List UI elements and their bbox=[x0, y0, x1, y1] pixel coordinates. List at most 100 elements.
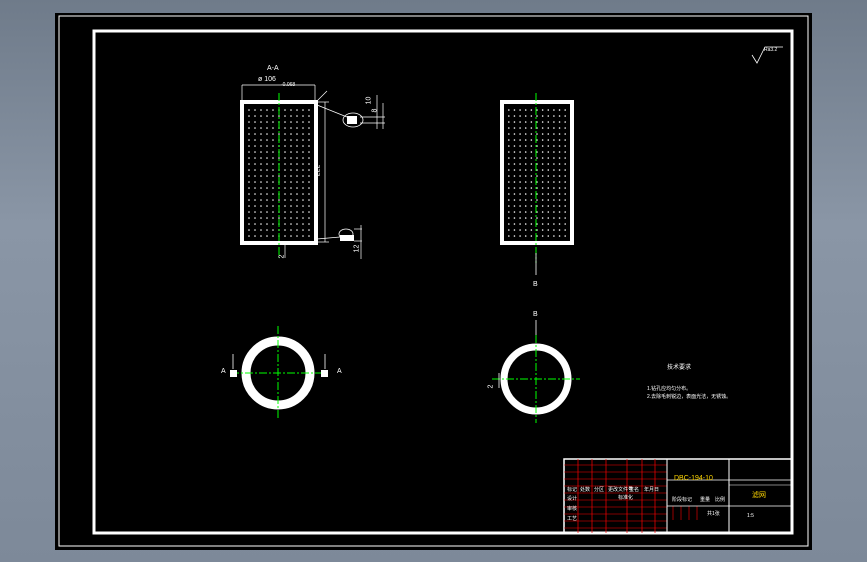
perforation-hole bbox=[524, 121, 527, 123]
perforation-hole bbox=[530, 133, 533, 135]
perforation-hole bbox=[284, 163, 286, 165]
perforation-hole bbox=[513, 145, 516, 147]
perforation-hole bbox=[290, 109, 292, 111]
notes-line-1: 1.钻孔应均匀分布。 bbox=[647, 386, 692, 392]
perforation-hole bbox=[508, 157, 510, 159]
sheet-label: 共1张 bbox=[707, 511, 720, 517]
perforation-hole bbox=[519, 139, 521, 141]
perforation-hole bbox=[558, 169, 561, 171]
perforation-hole bbox=[513, 187, 516, 189]
perforation-hole bbox=[248, 199, 250, 201]
perforation-hole bbox=[290, 145, 292, 147]
perforation-hole bbox=[272, 127, 274, 129]
view-b-bottom-label: B bbox=[533, 281, 538, 288]
perforation-hole bbox=[248, 175, 250, 177]
perforation-hole bbox=[266, 193, 268, 195]
perforation-hole bbox=[260, 139, 262, 141]
diameter-label: ø 106 bbox=[258, 76, 276, 83]
perforation-hole bbox=[308, 205, 310, 207]
perforation-hole bbox=[519, 133, 521, 135]
perforation-hole bbox=[254, 211, 256, 213]
perforation-hole bbox=[290, 205, 292, 207]
perforation-hole bbox=[260, 175, 262, 177]
perforation-hole bbox=[564, 109, 566, 111]
perforation-hole bbox=[302, 169, 304, 171]
cut-a-right-label: A bbox=[337, 368, 342, 375]
perforation-hole bbox=[508, 145, 510, 147]
perforation-hole bbox=[536, 175, 538, 177]
perforation-hole bbox=[308, 181, 310, 183]
perforation-hole bbox=[524, 151, 527, 153]
std-label: 标准化 bbox=[618, 495, 634, 501]
drawing-sheet bbox=[58, 15, 809, 547]
perforation-hole bbox=[508, 151, 510, 153]
perforation-hole bbox=[308, 169, 310, 171]
perforation-hole bbox=[248, 229, 250, 231]
perforation-hole bbox=[302, 133, 304, 135]
perforation-hole bbox=[284, 121, 286, 123]
outer-frame bbox=[58, 15, 809, 547]
perforation-hole bbox=[513, 211, 516, 213]
perforation-hole bbox=[541, 133, 544, 135]
perforation-hole bbox=[524, 235, 527, 237]
perforation-hole bbox=[254, 187, 256, 189]
perforation-hole bbox=[547, 133, 550, 135]
perforation-hole bbox=[519, 145, 521, 147]
perforation-hole bbox=[536, 139, 538, 141]
perforation-hole bbox=[248, 211, 250, 213]
perforation-hole bbox=[519, 151, 521, 153]
perforation-hole bbox=[519, 211, 521, 213]
perforation-hole bbox=[266, 121, 268, 123]
cad-viewport[interactable]: A-A ø 106 -0.068 222 10 8 12 2 B B A A 2… bbox=[55, 13, 812, 550]
perforation-hole bbox=[541, 145, 544, 147]
perforation-hole bbox=[524, 211, 527, 213]
perforation-hole bbox=[284, 115, 286, 117]
perforation-hole bbox=[536, 187, 538, 189]
perforation-hole bbox=[248, 205, 250, 207]
perforation-hole bbox=[541, 139, 544, 141]
perforation-hole bbox=[296, 121, 298, 123]
perforation-hole bbox=[564, 235, 566, 237]
perforation-hole bbox=[524, 163, 527, 165]
perforation-hole bbox=[296, 133, 298, 135]
perforation-hole bbox=[519, 193, 521, 195]
perforation-hole bbox=[553, 187, 555, 189]
perforation-hole bbox=[248, 235, 250, 237]
perforation-hole bbox=[272, 163, 274, 165]
perforation-hole bbox=[524, 139, 527, 141]
perforation-hole bbox=[541, 109, 544, 111]
perforation-hole bbox=[254, 205, 256, 207]
notes-line-2: 2.去除毛刺锐边，表面光洁，无锈蚀。 bbox=[647, 394, 732, 400]
perforation-hole bbox=[248, 127, 250, 129]
perforation-hole bbox=[519, 109, 521, 111]
perforation-hole bbox=[519, 181, 521, 183]
perforation-hole bbox=[308, 115, 310, 117]
perforation-hole bbox=[508, 223, 510, 225]
perforation-hole bbox=[308, 157, 310, 159]
plan-view-right bbox=[492, 320, 580, 423]
perforation-hole bbox=[272, 187, 274, 189]
perforation-hole bbox=[558, 175, 561, 177]
perforation-hole bbox=[530, 109, 533, 111]
title-block bbox=[563, 458, 793, 534]
perforation-hole bbox=[266, 187, 268, 189]
perforation-hole bbox=[564, 121, 566, 123]
perforation-hole bbox=[266, 169, 268, 171]
perforation-hole bbox=[547, 157, 550, 159]
perforation-hole bbox=[260, 127, 262, 129]
perforation-hole bbox=[536, 109, 538, 111]
inner-frame bbox=[92, 29, 794, 535]
perforation-hole bbox=[547, 205, 550, 207]
perforation-hole bbox=[547, 223, 550, 225]
perforation-hole bbox=[553, 145, 555, 147]
perforation-hole bbox=[296, 109, 298, 111]
perforation-hole bbox=[272, 145, 274, 147]
right-dim-label: 2 bbox=[487, 384, 495, 389]
perforation-hole bbox=[248, 115, 250, 117]
perforation-hole bbox=[519, 217, 521, 219]
perforation-hole bbox=[536, 223, 538, 225]
perforation-hole bbox=[272, 181, 274, 183]
perforation-hole bbox=[564, 187, 566, 189]
perforation-hole bbox=[254, 121, 256, 123]
perforation-hole bbox=[260, 199, 262, 201]
